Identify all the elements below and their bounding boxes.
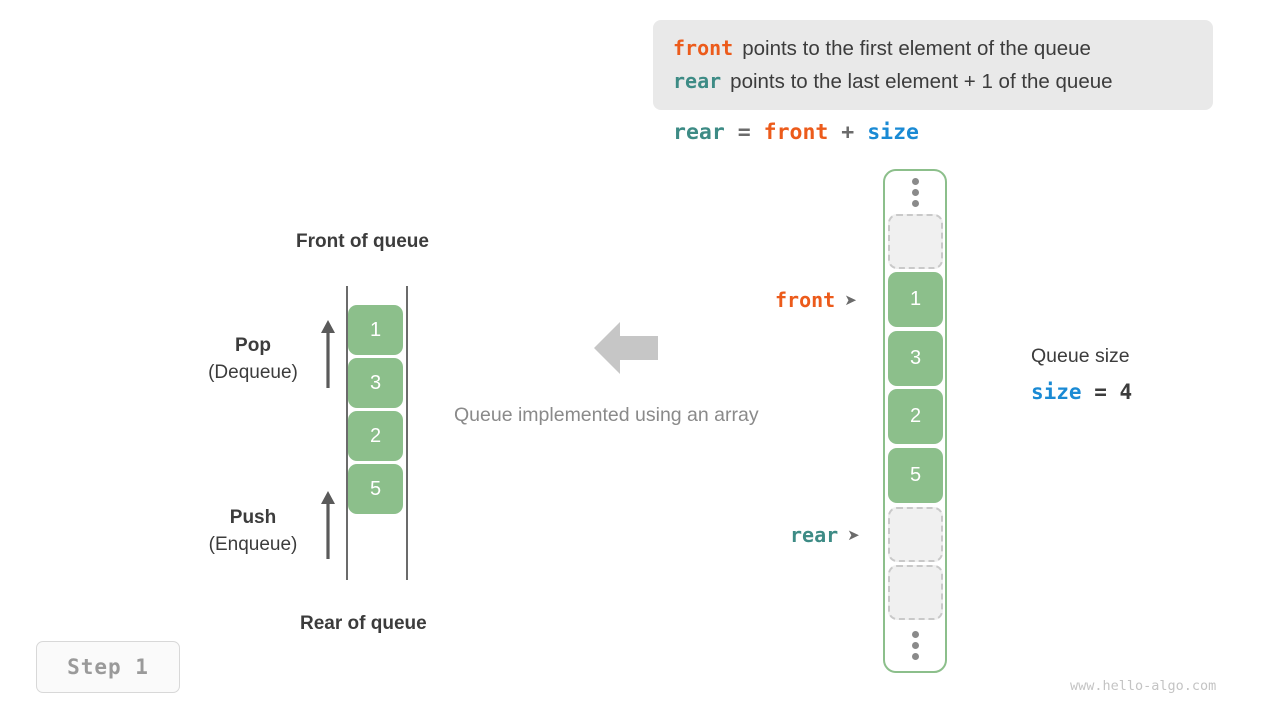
- formula-size-term: size: [867, 120, 919, 145]
- push-up-arrow-icon: [321, 491, 335, 559]
- push-operation-label: Push (Enqueue): [168, 505, 338, 559]
- front-pointer-arrow-icon: ➤: [844, 291, 857, 309]
- rear-pointer-label: rear: [790, 523, 839, 547]
- array-ellipsis-bottom-icon: [911, 631, 919, 660]
- front-pointer: front ➤: [775, 288, 857, 312]
- rear-pointer-arrow-icon: ➤: [847, 526, 860, 544]
- note-line-rear: rear points to the last element + 1 of th…: [673, 65, 1195, 98]
- array-slot-filled: 3: [888, 331, 943, 386]
- queue-size-label: Queue size: [1031, 345, 1130, 367]
- size-equals-value: = 4: [1081, 380, 1133, 404]
- formula-rear-term: rear: [673, 120, 725, 145]
- rear-description: points to the last element + 1 of the qu…: [730, 70, 1113, 93]
- size-keyword: size: [1031, 380, 1082, 404]
- front-of-queue-label: Front of queue: [296, 231, 429, 252]
- pop-operation-label: Pop (Dequeue): [168, 333, 338, 387]
- queue-cell: 1: [348, 305, 403, 355]
- diagram-caption: Queue implemented using an array: [454, 404, 759, 426]
- rear-keyword: rear: [673, 69, 722, 93]
- rear-of-queue-label: Rear of queue: [300, 613, 427, 634]
- left-pointing-arrow-icon: [594, 322, 658, 374]
- definition-note-box: front points to the first element of the …: [653, 20, 1213, 110]
- array-slot-filled: 1: [888, 272, 943, 327]
- queue-cell: 3: [348, 358, 403, 408]
- push-label: Push: [229, 507, 277, 528]
- step-badge: Step 1: [36, 641, 180, 693]
- enqueue-label: (Enqueue): [208, 534, 298, 555]
- queue-cell: 2: [348, 411, 403, 461]
- formula-equals: =: [724, 120, 764, 145]
- formula-plus: +: [828, 120, 868, 145]
- dequeue-label: (Dequeue): [208, 362, 298, 383]
- note-line-front: front points to the first element of the …: [673, 32, 1195, 65]
- pop-up-arrow-icon: [321, 320, 335, 388]
- front-keyword: front: [673, 36, 734, 60]
- pop-label: Pop: [235, 335, 271, 356]
- formula-front-term: front: [763, 120, 829, 145]
- array-slot-filled: 2: [888, 389, 943, 444]
- array-slot-empty: [888, 565, 943, 620]
- rear-formula: rear = front + size: [673, 120, 919, 145]
- queue-rail-right: [406, 286, 408, 580]
- front-pointer-label: front: [775, 288, 836, 312]
- queue-size-expression: size = 4: [1031, 380, 1132, 404]
- array-slot-empty: [888, 214, 943, 269]
- array-slot-empty: [888, 507, 943, 562]
- queue-cell: 5: [348, 464, 403, 514]
- array-slot-filled: 5: [888, 448, 943, 503]
- rear-pointer: rear ➤: [790, 523, 860, 547]
- watermark: www.hello-algo.com: [1070, 678, 1217, 694]
- queue-rail-left: [346, 286, 348, 580]
- array-container: [883, 169, 947, 673]
- array-ellipsis-top-icon: [911, 178, 919, 207]
- front-description: points to the first element of the queue: [742, 37, 1091, 60]
